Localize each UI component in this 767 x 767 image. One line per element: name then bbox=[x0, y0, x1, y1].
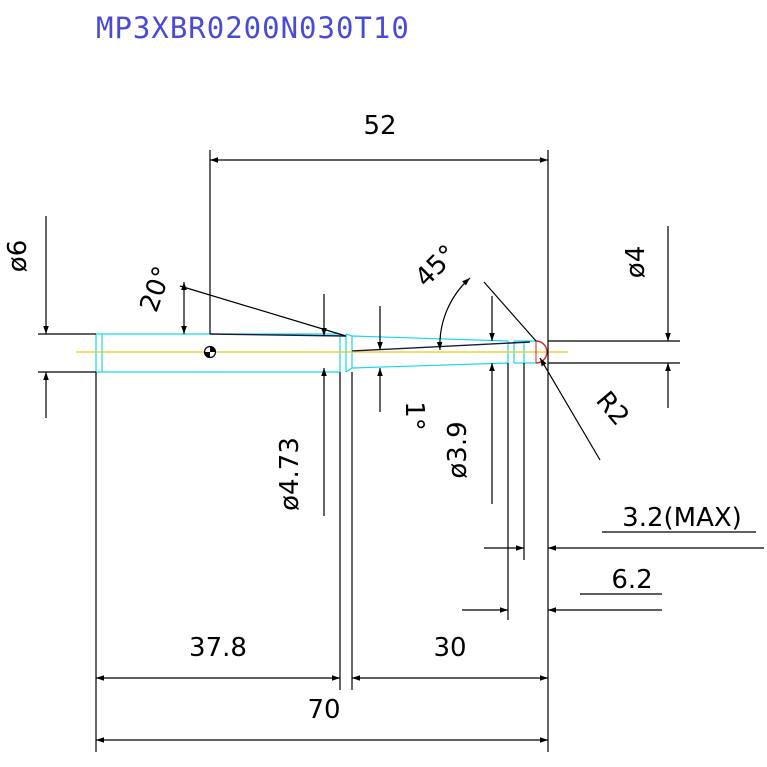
dimension-lines bbox=[43, 157, 764, 743]
dim-len-30: 30 bbox=[433, 633, 466, 663]
dim-dia-6: ø6 bbox=[3, 240, 33, 272]
dim-len-37-8: 37.8 bbox=[189, 633, 247, 663]
dim-len-6-2: 6.2 bbox=[611, 565, 652, 595]
tool-body bbox=[95, 333, 536, 373]
ball-tip bbox=[535, 340, 548, 364]
dim-angle-1: 1° bbox=[399, 401, 429, 431]
center-mark bbox=[203, 345, 217, 359]
dim-len-3-2-max: 3.2(MAX) bbox=[622, 503, 742, 533]
dim-dia-4-73: ø4.73 bbox=[275, 437, 305, 511]
dim-radius-2: R2 bbox=[590, 386, 635, 432]
drawing-title: MP3XBR0200N030T10 bbox=[96, 11, 410, 45]
dim-dia-4: ø4 bbox=[621, 246, 651, 278]
dimension-labels: 52 ø6 20° 45° ø4 1° ø4.73 ø3.9 R2 3.2(MA… bbox=[3, 111, 742, 725]
dim-length-52: 52 bbox=[363, 111, 396, 141]
dim-angle-45: 45° bbox=[409, 239, 463, 293]
dim-dia-3-9: ø3.9 bbox=[443, 421, 473, 478]
dim-angle-20: 20° bbox=[135, 262, 179, 316]
extension-lines bbox=[38, 150, 680, 752]
dim-len-70: 70 bbox=[307, 695, 340, 725]
